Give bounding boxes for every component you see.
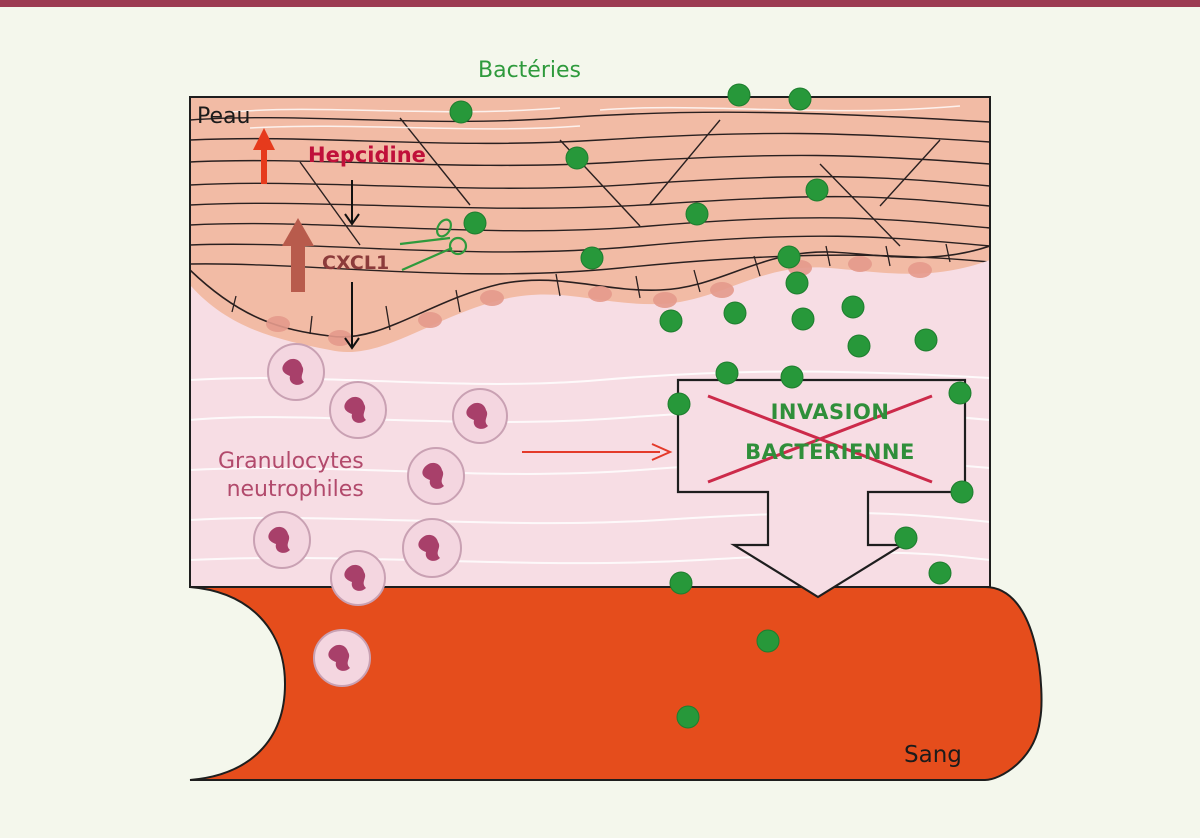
blood-vessel [189,586,1043,781]
bacterium [950,480,974,504]
neutrophils-label: Granulocytes neutrophiles [218,448,364,504]
basal-cells [266,256,932,346]
bacterium [659,309,683,333]
top-border [0,0,1200,7]
bacterium [791,307,815,331]
bacterium [667,392,691,416]
bacterium [777,245,801,269]
neutrophil [330,550,386,606]
bacterium [580,246,604,270]
scissors-icon [399,218,468,272]
bacterium [847,334,871,358]
up-arrow-icon [253,128,275,184]
bacterium [727,83,751,107]
bacteria-label: Bactéries [478,58,581,83]
bacterium [788,87,812,111]
skin-label: Peau [197,104,251,129]
epidermis [190,97,990,353]
skin-strands [229,105,961,130]
bacterium [715,361,739,385]
bacterium [685,202,709,226]
neutrophil [402,518,462,578]
bacterium [463,211,487,235]
cross-icon [707,394,933,484]
invasion-label-line1: INVASION [770,400,890,424]
neutrophil [267,343,325,401]
hepcidin-label: Hepcidine [308,143,426,167]
basal-cell-walls [231,243,951,335]
neutrophils-label-line1: Granulocytes [218,449,364,474]
neutrophil [407,447,465,505]
right-arrow-icon [522,443,673,461]
neutrophil [329,381,387,439]
down-arrow-icon [344,180,360,226]
invasion-box [676,378,967,599]
bacterium [914,328,938,352]
up-arrow-icon [282,218,314,292]
bacterium [565,146,589,170]
bacterium [449,100,473,124]
neutrophil [313,629,371,687]
bacterium [676,705,700,729]
bacterium [894,526,918,550]
blood-label: Sang [904,742,962,768]
bacterium [805,178,829,202]
neutrophil [452,388,508,444]
bacterium [780,365,804,389]
bacterium [723,301,747,325]
invasion-label-line2: BACTÉRIENNE [745,440,915,464]
basal-layer-top [189,245,991,338]
cxcl1-label: CXCL1 [322,252,390,274]
bacterium [841,295,865,319]
bacterium [756,629,780,653]
neutrophils-label-line2: neutrophiles [226,477,364,502]
bacteria [449,83,974,729]
down-arrow-icon [344,282,360,350]
epidermis-layers [190,111,990,275]
bacterium [669,571,693,595]
bacterium [948,381,972,405]
bacterium [928,561,952,585]
neutrophil [253,511,311,569]
bacterium [785,271,809,295]
neutrophils [253,343,508,687]
